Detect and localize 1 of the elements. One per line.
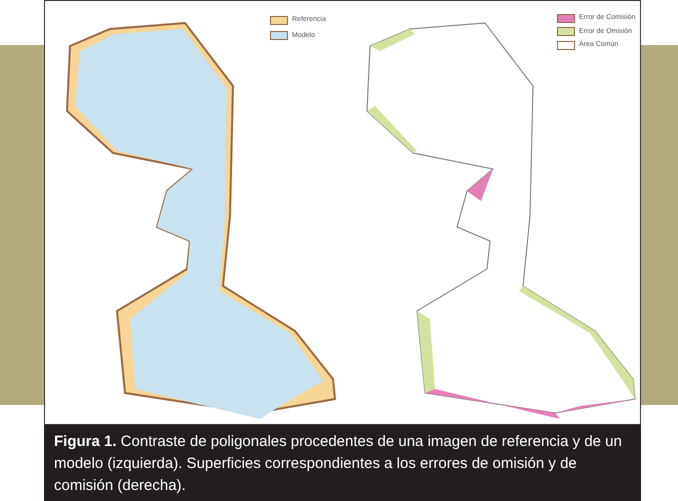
figure-caption: Figura 1. Contraste de poligonales procedentes de una imagen de referencia y de un modelo (izquierda). Superficies correspondientes a los errores de omisión y de comisión (derecha). <box>54 432 623 496</box>
